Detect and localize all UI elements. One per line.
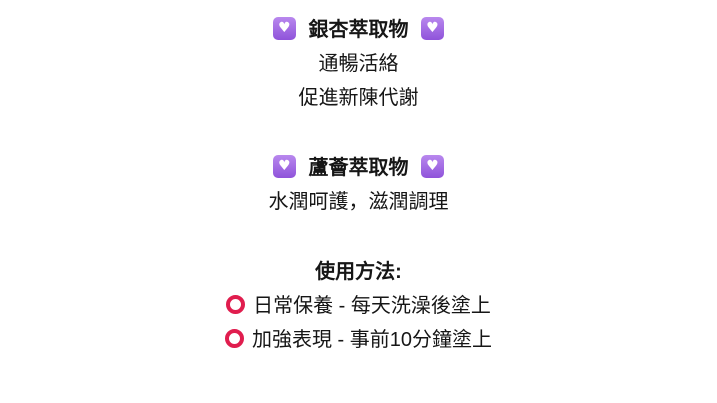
heart-glyph: ♥ — [426, 20, 439, 36]
description-line: 通暢活絡 — [318, 53, 399, 75]
ingredient-section-2: ♥ 蘆薈萃取物 ♥ 水潤呵護，滋潤調理 — [0, 151, 717, 219]
description-line: 水潤呵護，滋潤調理 — [268, 191, 449, 213]
heart-decoration-icon: ♥ — [421, 17, 445, 40]
heavy-circle-icon — [226, 295, 246, 314]
heart-decoration-icon: ♥ — [272, 155, 296, 178]
usage-item: 加強表現 - 事前10分鐘塗上 — [0, 323, 717, 357]
usage-item: 日常保養 - 每天洗澡後塗上 — [0, 289, 717, 323]
heart-glyph: ♥ — [278, 158, 291, 174]
ingredient-heading: ♥ 蘆薈萃取物 ♥ — [0, 151, 717, 185]
ingredient-name: 銀杏萃取物 — [308, 19, 409, 41]
ingredient-name: 蘆薈萃取物 — [308, 157, 409, 179]
heart-decoration-icon: ♥ — [421, 155, 445, 178]
ingredient-heading: ♥ 銀杏萃取物 ♥ — [0, 13, 717, 47]
usage-item-text: 加強表現 - 事前10分鐘塗上 — [251, 329, 493, 351]
description-line: 促進新陳代謝 — [298, 87, 419, 109]
usage-section: 使用方法: 日常保養 - 每天洗澡後塗上 加強表現 - 事前10分鐘塗上 — [0, 255, 717, 357]
usage-heading: 使用方法: — [315, 261, 402, 283]
ingredient-section-1: ♥ 銀杏萃取物 ♥ 通暢活絡 促進新陳代謝 — [0, 13, 717, 115]
heart-glyph: ♥ — [426, 158, 439, 174]
heavy-circle-icon — [224, 329, 244, 348]
heart-decoration-icon: ♥ — [272, 17, 296, 40]
heart-glyph: ♥ — [278, 20, 291, 36]
usage-item-text: 日常保養 - 每天洗澡後塗上 — [253, 295, 491, 317]
